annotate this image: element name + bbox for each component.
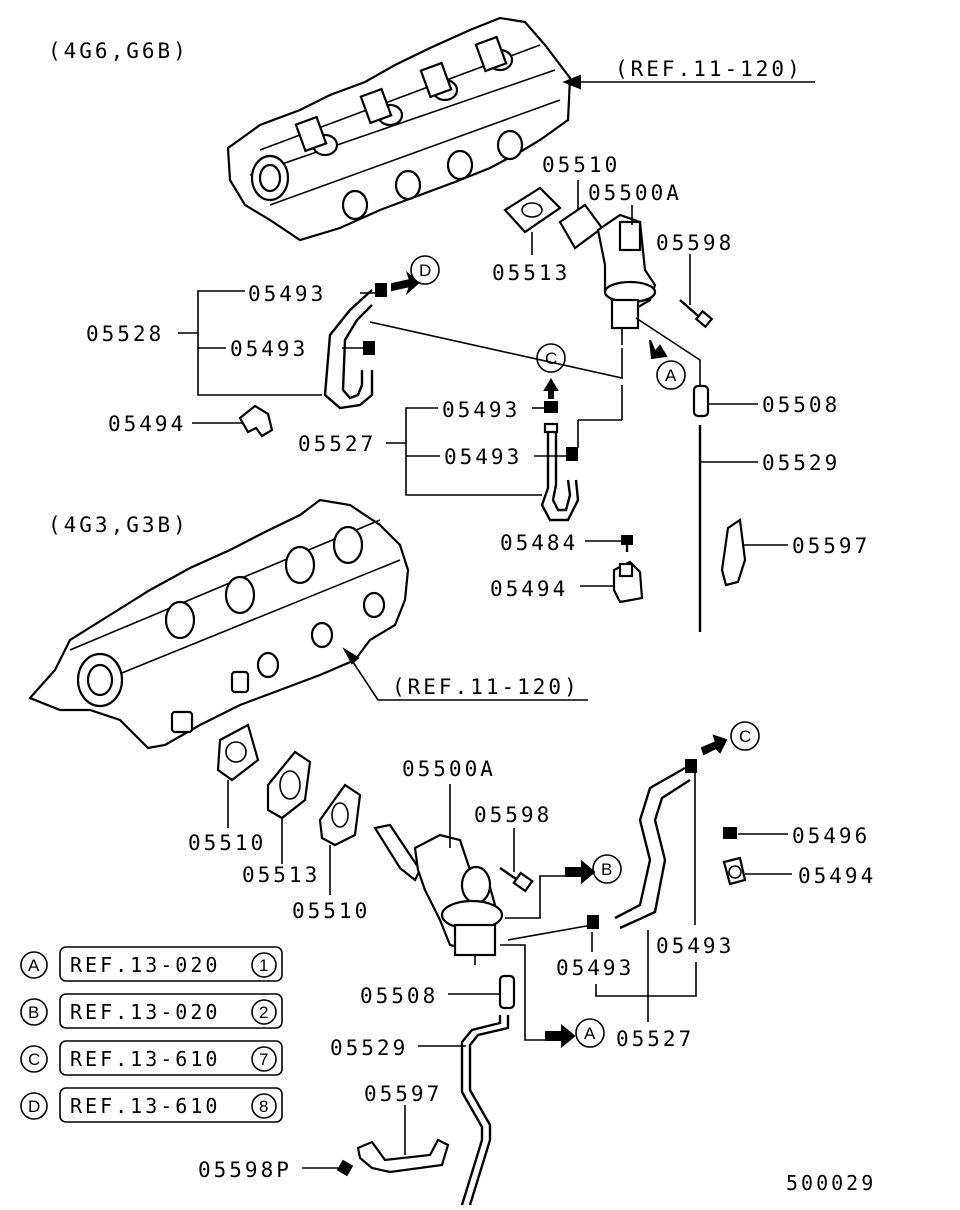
- legend-num-C: 7: [259, 1050, 268, 1069]
- sleeve-05508-upper: [692, 384, 710, 418]
- legend-ref-C: REF.13-610: [70, 1047, 220, 1071]
- marker-D-upper-label: D: [419, 261, 431, 280]
- clip-05494-lower: [722, 856, 747, 886]
- legend-ref-A: REF.13-020: [70, 953, 220, 977]
- legend: A REF.13-020 1 B REF.13-020 2 C REF.13-6…: [20, 946, 283, 1123]
- marker-C-lower-label: C: [739, 727, 751, 746]
- label-05510-lower-b: 05510: [292, 899, 370, 923]
- bolt-05598-lower: [499, 867, 534, 893]
- ref-head-upper: (REF.11-120): [615, 57, 803, 81]
- marker-A-upper-label: A: [665, 366, 677, 385]
- label-05493-a-upper: 05493: [248, 282, 326, 306]
- engine-group-lower: (4G3,G3B): [48, 513, 189, 537]
- label-05527-lower: 05527: [616, 1027, 694, 1051]
- legend-key-C: C: [28, 1050, 40, 1069]
- legend-num-B: 2: [259, 1003, 268, 1022]
- ref-head-lower: (REF.11-120): [392, 675, 580, 699]
- sleeve-05508-lower: [498, 974, 516, 1010]
- bolt-05598P: [336, 1159, 354, 1177]
- label-05598-lower: 05598: [474, 803, 552, 827]
- label-05494-lower: 05494: [798, 864, 876, 888]
- bracket-05597-upper: [720, 518, 747, 587]
- hose-05527-upper: [540, 401, 580, 522]
- marker-C-upper: [536, 343, 566, 373]
- legend-row-D: D REF.13-610 8: [20, 1087, 283, 1123]
- legend-key-D: D: [28, 1097, 40, 1116]
- label-05496: 05496: [792, 824, 870, 848]
- label-05484: 05484: [500, 531, 578, 555]
- marker-B-lower-label: B: [601, 860, 612, 879]
- label-05510-lower-a: 05510: [188, 831, 266, 855]
- legend-ref-B: REF.13-020: [70, 1000, 220, 1024]
- marker-A-lower: [575, 1018, 605, 1048]
- bracket-05597-lower: [356, 1138, 450, 1174]
- label-05493-b-lower: 05493: [656, 934, 734, 958]
- fuel-pump-lower: [373, 823, 504, 965]
- label-05529-lower: 05529: [330, 1036, 408, 1060]
- label-05529-upper: 05529: [762, 451, 840, 475]
- marker-C-upper-label: C: [545, 349, 557, 368]
- tube-05529-lower: [460, 1015, 510, 1206]
- label-05500A-upper: 05500A: [588, 181, 682, 205]
- label-05493-c-upper: 05493: [442, 398, 520, 422]
- cylinder-head-upper: [226, 16, 572, 242]
- gasket-05510-lower-a: [216, 723, 260, 782]
- label-05528: 05528: [86, 322, 164, 346]
- label-05597-upper: 05597: [792, 534, 870, 558]
- legend-num-D: 8: [259, 1097, 268, 1116]
- bolt-05598-upper: [679, 299, 714, 329]
- engine-group-upper: (4G6,G6B): [48, 39, 189, 63]
- gasket-05513-lower: [266, 750, 312, 820]
- label-05494-b: 05494: [490, 577, 568, 601]
- label-05493-b-upper: 05493: [230, 337, 308, 361]
- gasket-05513-upper: [503, 186, 562, 234]
- label-05494-a: 05494: [108, 412, 186, 436]
- legend-ref-D: REF.13-610: [70, 1094, 220, 1118]
- label-05493-d-upper: 05493: [444, 445, 522, 469]
- label-05508-lower: 05508: [360, 984, 438, 1008]
- bolt-05496: [723, 827, 737, 839]
- marker-A-upper: [656, 360, 686, 390]
- label-05493-a-lower: 05493: [556, 956, 634, 980]
- hose-05527-lower: [587, 759, 697, 930]
- gasket-05510-upper: [558, 203, 604, 250]
- label-05598-upper: 05598: [656, 231, 734, 255]
- label-05513-lower: 05513: [242, 863, 320, 887]
- cylinder-head-lower: [28, 498, 410, 750]
- bolt-05484: [621, 535, 633, 552]
- gasket-05510-lower-b: [318, 783, 362, 847]
- label-05508-upper: 05508: [762, 393, 840, 417]
- legend-row-C: C REF.13-610 7: [20, 1040, 283, 1076]
- legend-key-B: B: [28, 1003, 39, 1022]
- marker-C-lower: [730, 721, 760, 751]
- label-05527-upper: 05527: [298, 432, 376, 456]
- hose-05528: [323, 283, 387, 410]
- legend-key-A: A: [28, 956, 40, 975]
- label-05500A-lower: 05500A: [402, 757, 496, 781]
- clip-05494-b: [612, 560, 644, 604]
- legend-row-B: B REF.13-020 2: [20, 993, 283, 1029]
- marker-D-upper: [410, 255, 440, 285]
- diagram-id: 500029: [786, 1171, 876, 1195]
- legend-row-A: A REF.13-020 1: [20, 946, 283, 982]
- label-05513-upper: 05513: [492, 261, 570, 285]
- clip-05494-a: [238, 404, 274, 438]
- legend-num-A: 1: [259, 956, 268, 975]
- label-05510-upper: 05510: [542, 153, 620, 177]
- fuel-pump-upper: [596, 213, 657, 345]
- label-05598P: 05598P: [198, 1158, 292, 1182]
- marker-B-lower: [592, 854, 622, 884]
- label-05597-lower: 05597: [364, 1082, 442, 1106]
- marker-A-lower-label: A: [584, 1024, 596, 1043]
